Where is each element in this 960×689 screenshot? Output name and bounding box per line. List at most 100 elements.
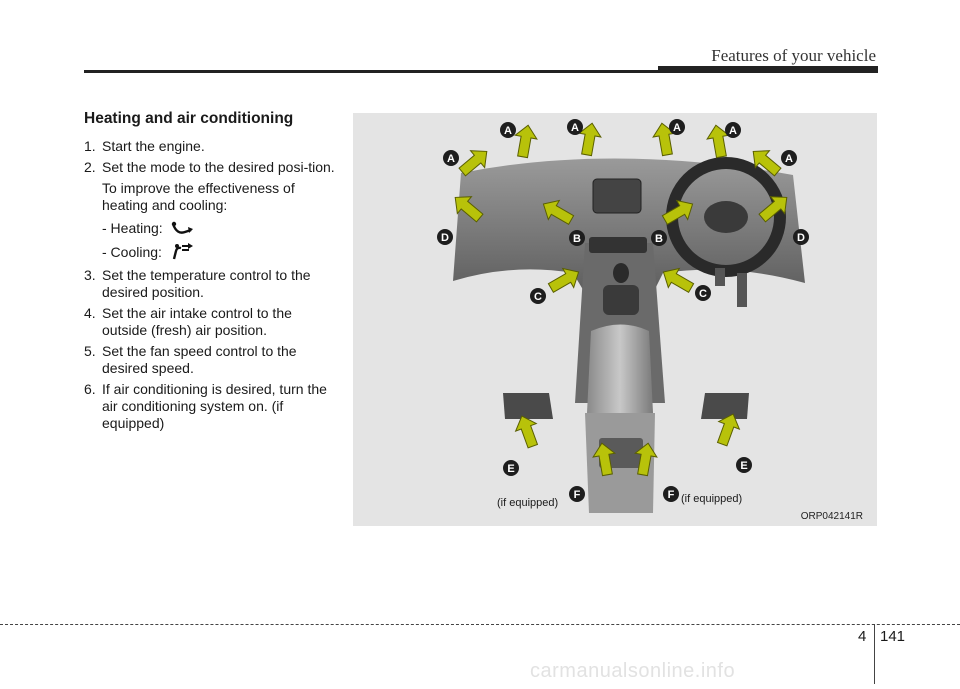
dashboard-illustration: [453, 157, 805, 513]
vent-label: A: [504, 125, 512, 137]
page-number: 141: [880, 628, 906, 645]
vent-badge: [530, 288, 546, 304]
cooling-label: - Cooling:: [102, 243, 162, 260]
vent-label: B: [655, 233, 663, 245]
step-6: 6. If air conditioning is desired, turn …: [84, 381, 340, 432]
step-text: Start the engine.: [102, 138, 205, 154]
dashboard-shape: [453, 158, 805, 293]
vent-label: E: [740, 460, 747, 472]
gear-knob: [613, 263, 629, 283]
vent-badge: [695, 285, 711, 301]
vent-arrow: [542, 199, 575, 226]
vent-badge: [725, 122, 741, 138]
vent-arrow: [706, 124, 730, 159]
floor-duct-right: [701, 393, 749, 419]
vent-label: A: [785, 153, 793, 165]
page-number-separator: [874, 624, 875, 684]
face-mode-icon: [172, 243, 193, 260]
figure-code: ORP042141R: [800, 511, 863, 522]
step-text: Set the air intake control to the outsid…: [102, 305, 292, 338]
vent-badge: [500, 122, 516, 138]
vent-arrow: [634, 442, 658, 477]
vent-arrow: [752, 150, 782, 177]
steering-hub: [704, 201, 748, 233]
vent-arrow: [458, 150, 488, 177]
pedal: [737, 273, 747, 307]
step-text: Set the temperature control to the desir…: [102, 267, 311, 300]
climate-panel: [589, 237, 647, 253]
vent-arrow: [578, 122, 602, 157]
vent-badge: [443, 150, 459, 166]
vent-badge: [781, 150, 797, 166]
step-1: 1. Start the engine.: [84, 138, 340, 155]
vent-label: A: [729, 125, 737, 137]
step-5: 5. Set the fan speed control to the desi…: [84, 343, 340, 377]
floor-mode-icon: [171, 221, 193, 234]
vent-arrow: [662, 267, 695, 294]
vent-label: D: [441, 232, 449, 244]
vent-arrow: [547, 267, 580, 294]
header-rule: [84, 70, 878, 73]
step-2: 2. Set the mode to the desired posi-tion…: [84, 159, 340, 176]
vent-arrow: [661, 199, 694, 226]
vent-arrow: [592, 442, 616, 477]
vent-arrow: [716, 413, 741, 447]
vent-label: E: [507, 463, 514, 475]
step-text: Set the fan speed control to the desired…: [102, 343, 297, 376]
vent-arrow: [652, 122, 676, 157]
vent-label: B: [573, 233, 581, 245]
if-equipped-right: (if equipped): [681, 493, 743, 505]
vent-label: A: [571, 122, 579, 134]
step-number: 4.: [84, 305, 96, 321]
instructions-column: Heating and air conditioning 1. Start th…: [84, 110, 340, 436]
floor-duct-left: [503, 393, 553, 419]
chapter-number: 4: [858, 628, 867, 645]
step-number: 1.: [84, 138, 96, 154]
vent-badge: [503, 460, 519, 476]
cooling-mode-line: - Cooling:: [84, 243, 340, 261]
dashboard-vents-figure: A A A A A A B B C C D D E E F F (if equipped) (if equip…: [353, 113, 877, 526]
vent-badge: [569, 486, 585, 502]
watermark: carmanualsonline.info: [530, 660, 736, 682]
vent-arrow: [514, 415, 539, 449]
section-title: Heating and air conditioning: [84, 110, 294, 127]
vent-label: F: [668, 489, 675, 501]
vent-badge: [793, 229, 809, 245]
tip-text: To improve the effectiveness of heating …: [102, 180, 295, 213]
steps-list: 1. Start the engine. 2. Set the mode to …: [84, 138, 340, 432]
header-rule-accent: [658, 66, 878, 72]
vent-label: C: [699, 288, 707, 300]
step-number: 5.: [84, 343, 96, 359]
vent-arrow: [454, 196, 484, 223]
vent-label: F: [574, 489, 581, 501]
vent-badge: [736, 457, 752, 473]
vent-badge: [437, 229, 453, 245]
vent-badge: [663, 486, 679, 502]
vent-label: A: [447, 153, 455, 165]
vent-arrow: [758, 196, 788, 223]
vent-badge: [567, 119, 583, 135]
if-equipped-left: (if equipped): [497, 497, 559, 509]
heating-label: - Heating:: [102, 220, 163, 236]
step-4: 4. Set the air intake control to the out…: [84, 305, 340, 339]
step-number: 6.: [84, 381, 96, 397]
vent-badge: [669, 119, 685, 135]
vent-arrows-layer: A A A A A A B B C C D D E E F F: [437, 119, 809, 502]
armrest: [587, 324, 653, 413]
page-header-title: Features of your vehicle: [711, 46, 876, 65]
pedal: [715, 268, 725, 286]
footer-rule: [0, 624, 960, 625]
step-text: Set the mode to the desired posi-tion.: [102, 159, 335, 175]
vent-badge: [569, 230, 585, 246]
vent-label: D: [797, 232, 805, 244]
step-3: 3. Set the temperature control to the de…: [84, 267, 340, 301]
shift-boot: [603, 285, 639, 315]
step-number: 2.: [84, 159, 96, 175]
step-text: If air conditioning is desired, turn the…: [102, 381, 327, 431]
step-number: 3.: [84, 267, 96, 283]
vent-badge: [651, 230, 667, 246]
vent-label: C: [534, 291, 542, 303]
display-screen: [592, 178, 642, 214]
vent-arrow: [514, 124, 538, 159]
vent-label: A: [673, 122, 681, 134]
